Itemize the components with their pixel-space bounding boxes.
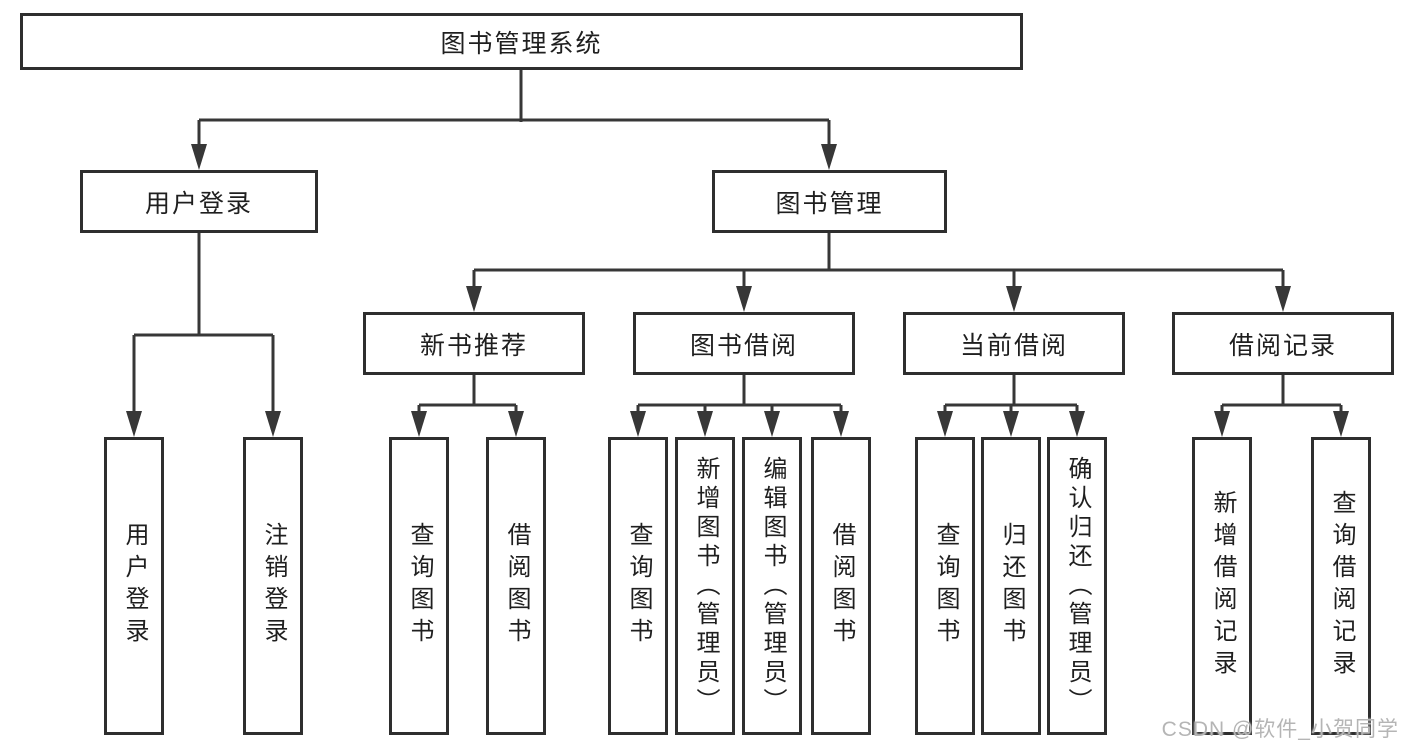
arrowhead-icon (265, 411, 281, 437)
node-root-label: 图书管理系统 (440, 29, 603, 58)
arrowhead-icon (1069, 411, 1085, 437)
arrowhead-icon (1333, 411, 1349, 437)
leaf-newbooks-query-books: 查询图书 (389, 437, 449, 735)
arrowhead-icon (630, 411, 646, 437)
node-borrowing-records-label: 借阅记录 (1228, 331, 1337, 360)
leaf-newbooks-query-books-label: 查询图书 (406, 522, 433, 650)
leaf-borrowing-borrow-books: 借阅图书 (811, 437, 871, 735)
arrowhead-icon (1003, 411, 1019, 437)
arrowhead-icon (1006, 286, 1022, 312)
arrowhead-icon (937, 411, 953, 437)
node-book-management-label: 图书管理 (775, 189, 884, 218)
leaf-current-query-books-label: 查询图书 (932, 522, 959, 650)
node-book-borrowing-label: 图书借阅 (689, 331, 798, 360)
arrowhead-icon (764, 411, 780, 437)
arrowhead-icon (833, 411, 849, 437)
leaf-logout-label: 注销登录 (260, 522, 287, 650)
arrowhead-icon (736, 286, 752, 312)
node-book-management: 图书管理 (712, 170, 947, 233)
node-new-book-recommend-label: 新书推荐 (419, 331, 528, 360)
leaf-current-return-books-label: 归还图书 (998, 522, 1025, 650)
arrowhead-icon (126, 411, 142, 437)
leaf-borrowing-query-books-label: 查询图书 (625, 522, 652, 650)
arrowhead-icon (466, 286, 482, 312)
leaf-borrowing-add-books-admin-label: 新增图书（管理员） (692, 455, 719, 717)
leaf-borrowing-query-books: 查询图书 (608, 437, 668, 735)
node-borrowing-records: 借阅记录 (1172, 312, 1394, 375)
leaf-user-login: 用户登录 (104, 437, 164, 735)
leaf-current-confirm-return-admin: 确认归还（管理员） (1047, 437, 1107, 735)
arrowhead-icon (508, 411, 524, 437)
node-user-login: 用户登录 (80, 170, 318, 233)
leaf-records-add-record: 新增借阅记录 (1192, 437, 1252, 735)
leaf-records-query-record: 查询借阅记录 (1311, 437, 1371, 735)
arrowhead-icon (191, 144, 207, 170)
leaf-newbooks-borrow-books: 借阅图书 (486, 437, 546, 735)
arrowhead-icon (1275, 286, 1291, 312)
leaf-newbooks-borrow-books-label: 借阅图书 (503, 522, 530, 650)
watermark: CSDN @软件_小贺同学 (1161, 718, 1399, 741)
leaf-records-add-record-label: 新增借阅记录 (1209, 490, 1236, 682)
node-current-borrowing-label: 当前借阅 (959, 331, 1068, 360)
arrowhead-icon (411, 411, 427, 437)
leaf-user-login-label: 用户登录 (121, 522, 148, 650)
node-current-borrowing: 当前借阅 (903, 312, 1125, 375)
leaf-current-return-books: 归还图书 (981, 437, 1041, 735)
node-new-book-recommend: 新书推荐 (363, 312, 585, 375)
leaf-borrowing-edit-books-admin-label: 编辑图书（管理员） (759, 455, 786, 717)
node-root: 图书管理系统 (20, 13, 1023, 70)
leaf-current-confirm-return-admin-label: 确认归还（管理员） (1064, 455, 1091, 717)
leaf-logout: 注销登录 (243, 437, 303, 735)
node-book-borrowing: 图书借阅 (633, 312, 855, 375)
arrowhead-icon (821, 144, 837, 170)
leaf-borrowing-borrow-books-label: 借阅图书 (828, 522, 855, 650)
arrowhead-icon (1214, 411, 1230, 437)
leaf-borrowing-edit-books-admin: 编辑图书（管理员） (742, 437, 802, 735)
leaf-borrowing-add-books-admin: 新增图书（管理员） (675, 437, 735, 735)
node-user-login-label: 用户登录 (144, 189, 253, 218)
arrowhead-icon (697, 411, 713, 437)
leaf-records-query-record-label: 查询借阅记录 (1328, 490, 1355, 682)
leaf-current-query-books: 查询图书 (915, 437, 975, 735)
